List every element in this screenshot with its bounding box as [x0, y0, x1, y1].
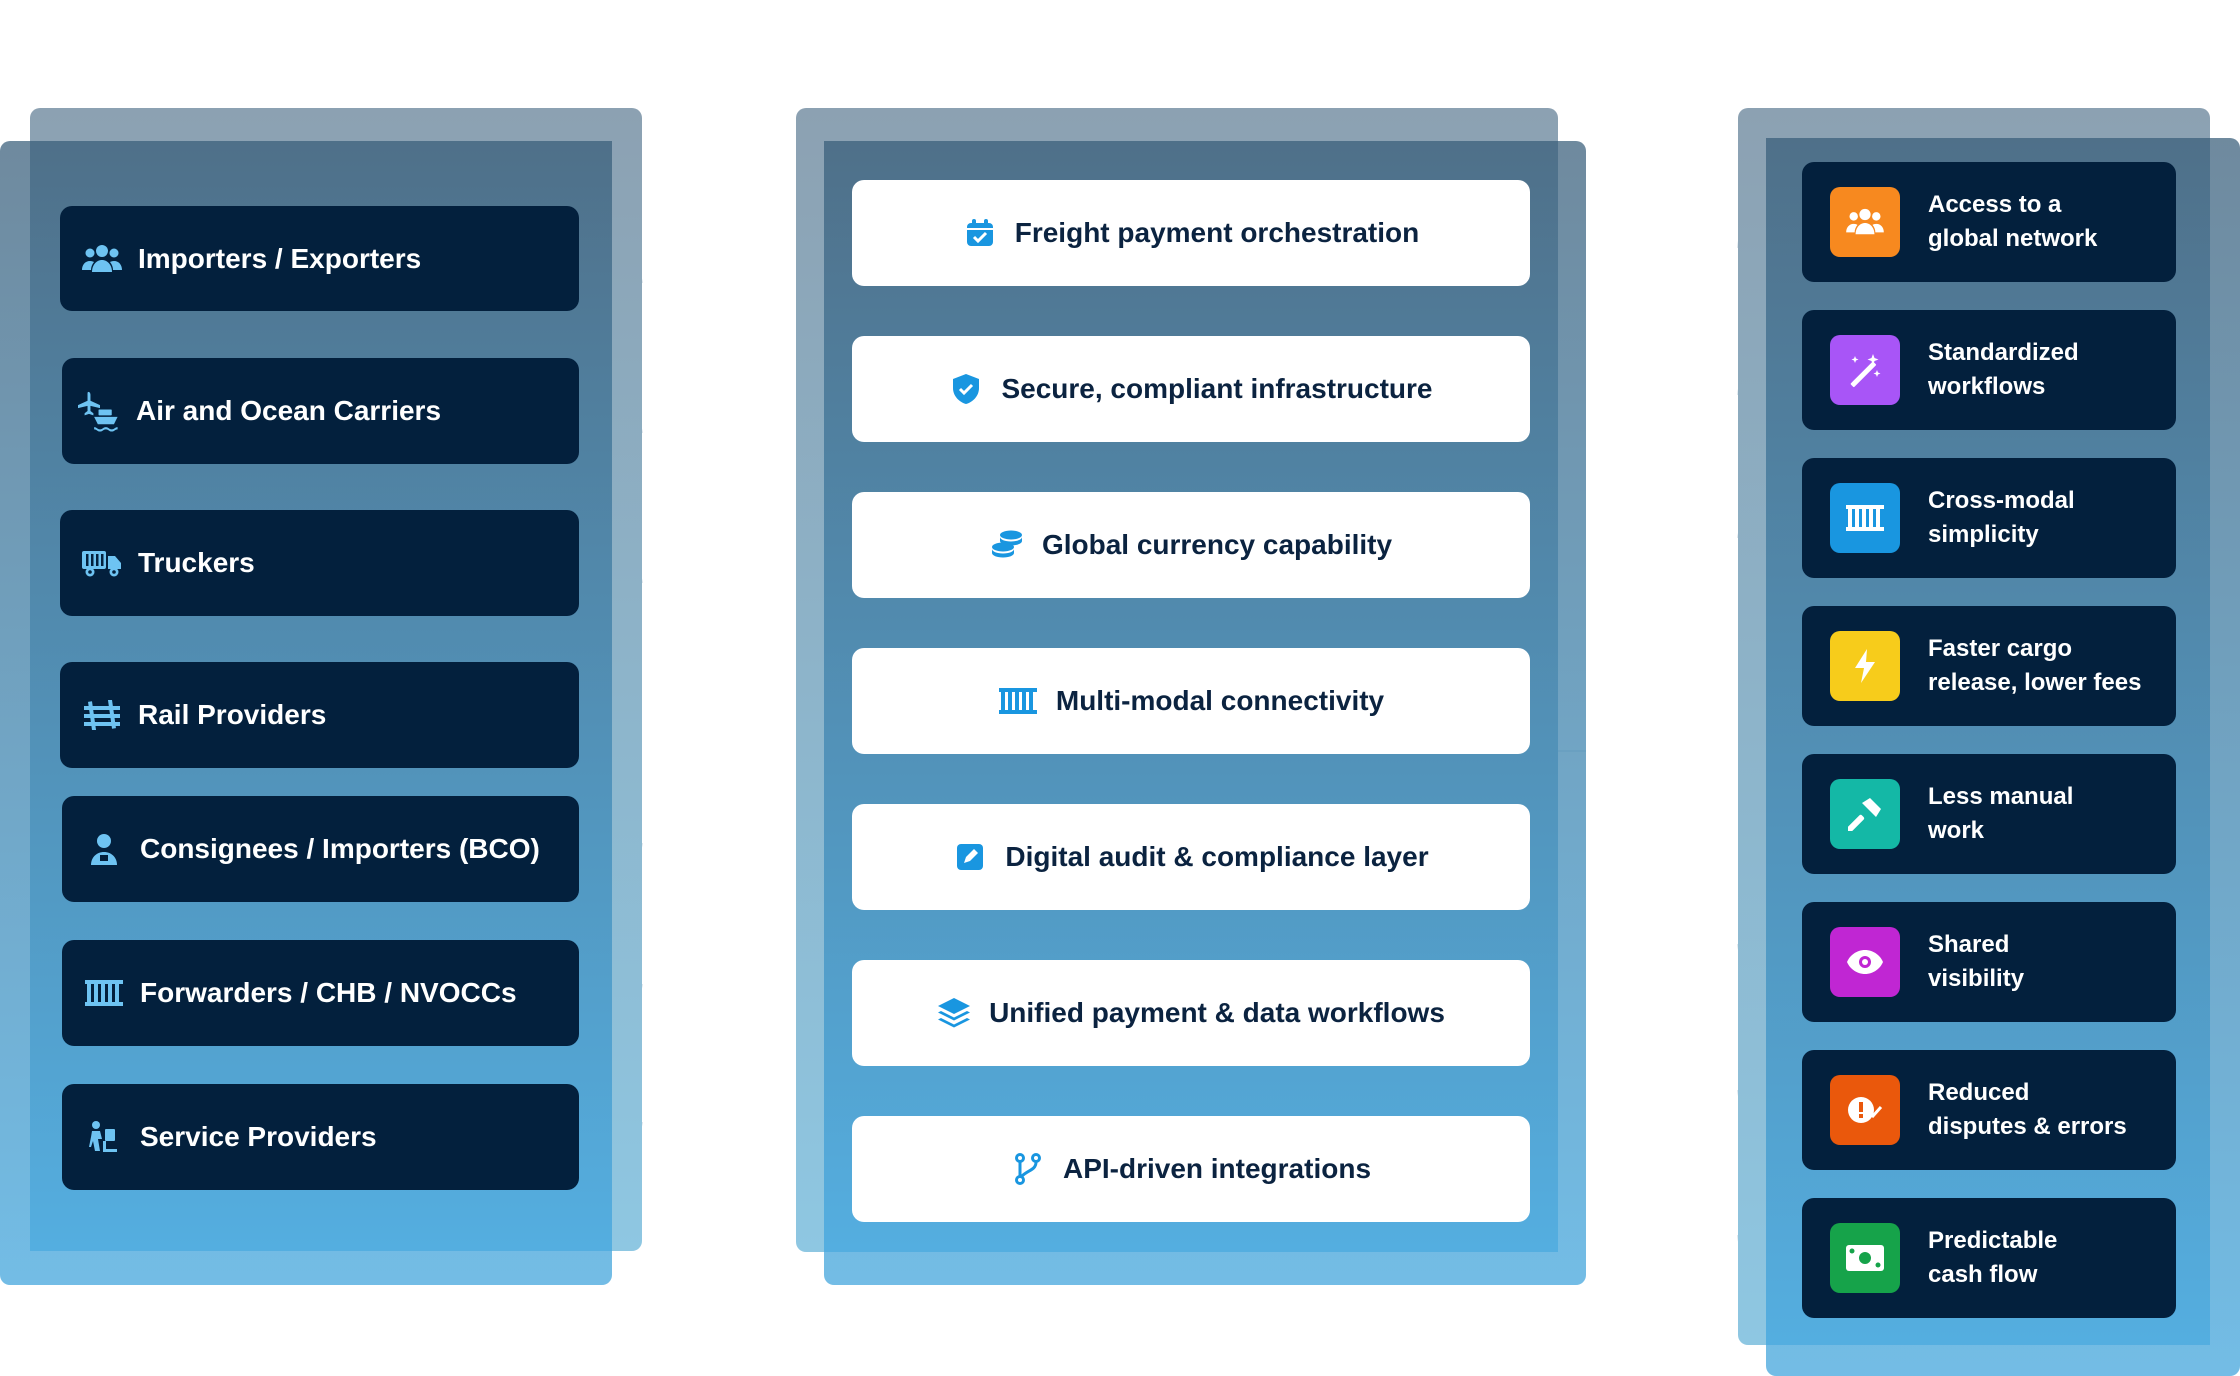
left-item-forwarders: Forwarders / CHB / NVOCCs: [62, 940, 579, 1046]
coins-icon: [990, 528, 1024, 562]
right-item-line1: Standardized: [1928, 339, 2079, 366]
middle-item-api-integrations: API-driven integrations: [852, 1116, 1530, 1222]
left-item-service-providers: Service Providers: [62, 1084, 579, 1190]
edit-square-icon: [953, 840, 987, 874]
left-item-label: Service Providers: [140, 1121, 377, 1152]
people-group-icon: [80, 237, 124, 281]
right-item-line1: Faster cargo: [1928, 635, 2073, 662]
right-item-line2: release, lower fees: [1928, 669, 2142, 696]
dolly-icon: [82, 1115, 126, 1159]
right-item-reduced-disputes: Reduced disputes & errors: [1802, 1050, 2176, 1170]
left-item-label: Air and Ocean Carriers: [136, 395, 442, 426]
right-item-standardized-workflows: Standardized workflows: [1802, 310, 2176, 430]
branch-icon: [1011, 1152, 1045, 1186]
right-item-shared-visibility: Shared visibility: [1802, 902, 2176, 1022]
middle-item-digital-audit: Digital audit & compliance layer: [852, 804, 1530, 910]
middle-item-unified-workflows: Unified payment & data workflows: [852, 960, 1530, 1066]
right-item-line2: global network: [1928, 225, 2098, 252]
middle-item-global-currency: Global currency capability: [852, 492, 1530, 598]
plane-ship-icon: [78, 389, 122, 433]
middle-item-label: Unified payment & data workflows: [989, 997, 1445, 1028]
right-item-line1: Access to a: [1928, 191, 2062, 218]
right-item-faster-cargo: Faster cargo release, lower fees: [1802, 606, 2176, 726]
left-item-air-ocean-carriers: Air and Ocean Carriers: [62, 358, 579, 464]
right-item-line2: work: [1928, 817, 1985, 844]
alert-check-icon: [1830, 1075, 1900, 1145]
container-icon: [998, 684, 1038, 718]
left-item-label: Importers / Exporters: [138, 242, 422, 274]
middle-item-freight-payment: Freight payment orchestration: [852, 180, 1530, 286]
middle-item-label: Global currency capability: [1041, 529, 1393, 560]
right-item-line1: Less manual: [1928, 783, 2074, 810]
left-item-label: Forwarders / CHB / NVOCCs: [140, 977, 517, 1008]
container-icon: [82, 971, 126, 1015]
calendar-check-icon: [963, 216, 997, 250]
right-item-line2: simplicity: [1928, 521, 2039, 548]
left-item-label: Rail Providers: [138, 699, 327, 730]
hammer-icon: [1830, 779, 1900, 849]
left-item-importers-exporters: Importers / Exporters: [60, 206, 579, 311]
left-item-rail-providers: Rail Providers: [60, 662, 579, 768]
magic-wand-icon: [1830, 335, 1900, 405]
right-item-line2: cash flow: [1928, 1261, 2038, 1288]
right-item-line2: workflows: [1928, 373, 2046, 400]
right-item-line1: Reduced: [1928, 1079, 2030, 1106]
eye-icon: [1830, 927, 1900, 997]
left-item-label: Truckers: [138, 547, 255, 578]
middle-item-secure-infrastructure: Secure, compliant infrastructure: [852, 336, 1530, 442]
right-item-line2: visibility: [1928, 965, 2025, 992]
cash-icon: [1830, 1223, 1900, 1293]
middle-item-multimodal: Multi-modal connectivity: [852, 648, 1530, 754]
right-item-line1: Predictable: [1928, 1227, 2058, 1254]
layers-icon: [937, 996, 971, 1030]
left-item-label: Consignees / Importers (BCO): [140, 833, 540, 864]
people-group-icon: [1830, 187, 1900, 257]
middle-item-label: Digital audit & compliance layer: [1005, 841, 1429, 872]
right-item-line2: disputes & errors: [1928, 1113, 2127, 1140]
middle-item-label: API-driven integrations: [1062, 1153, 1372, 1184]
left-item-consignees-importers: Consignees / Importers (BCO): [62, 796, 579, 902]
shield-check-icon: [949, 372, 983, 406]
person-icon: [82, 827, 126, 871]
truck-icon: [80, 541, 124, 585]
right-item-predictable-cash: Predictable cash flow: [1802, 1198, 2176, 1318]
middle-item-label: Multi-modal connectivity: [1055, 685, 1385, 716]
lightning-icon: [1830, 631, 1900, 701]
right-item-cross-modal: Cross-modal simplicity: [1802, 458, 2176, 578]
right-item-line1: Shared: [1928, 931, 2010, 958]
rail-icon: [80, 693, 124, 737]
middle-item-label: Freight payment orchestration: [1014, 217, 1420, 248]
container-icon: [1830, 483, 1900, 553]
left-item-truckers: Truckers: [60, 510, 579, 616]
middle-item-label: Secure, compliant infrastructure: [1001, 373, 1433, 404]
right-item-line1: Cross-modal: [1928, 487, 2075, 514]
right-item-global-network: Access to a global network: [1802, 162, 2176, 282]
right-item-less-manual: Less manual work: [1802, 754, 2176, 874]
